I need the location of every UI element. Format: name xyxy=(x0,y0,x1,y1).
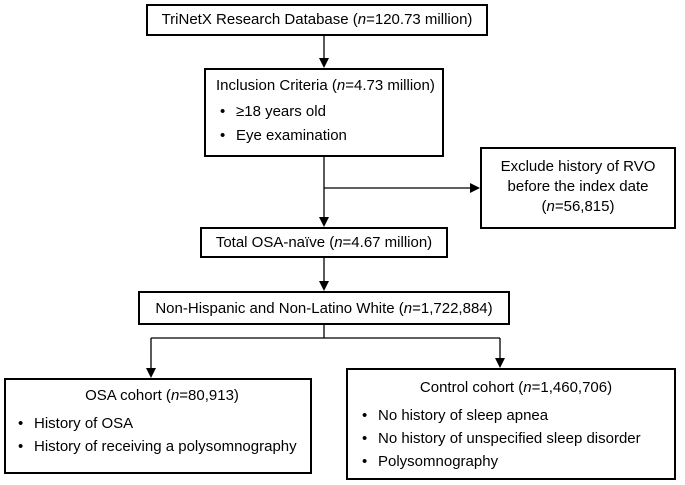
inclusion-box: Inclusion Criteria (n=4.73 million) • ≥18… xyxy=(204,68,444,157)
control-text-post: =1,460,706) xyxy=(531,379,613,396)
exclude-line1: Exclude history of RVO xyxy=(500,158,656,175)
control-title: Control cohort (n=1,460,706) xyxy=(358,378,674,398)
osa-text-post: =80,913) xyxy=(179,387,239,404)
inclusion-text-pre: Inclusion Criteria ( xyxy=(216,77,337,94)
exclude-text-post: =56,815) xyxy=(554,198,615,215)
total-text-post: =4.67 million) xyxy=(342,234,433,251)
osa-n: n xyxy=(170,387,180,404)
database-text-pre: TriNetX Research Database ( xyxy=(161,11,358,28)
osa-item-history: History of OSA xyxy=(34,415,134,432)
exclude-line2: before the index date xyxy=(507,178,649,195)
list-item: • No history of sleep apnea xyxy=(358,406,674,426)
osa-item-psg: History of receiving a polysomnography xyxy=(34,438,297,455)
control-item-sleep-disorder: No history of unspecified sleep disorder xyxy=(378,430,641,447)
list-item: • Polysomnography xyxy=(358,452,674,472)
inclusion-text-post: =4.73 million) xyxy=(345,77,435,94)
bullet: • xyxy=(362,453,368,470)
database-box: TriNetX Research Database (n=120.73 mill… xyxy=(146,4,488,36)
white-box: Non-Hispanic and Non-Latino White (n=1,7… xyxy=(138,291,510,325)
total-box: Total OSA-naïve (n=4.67 million) xyxy=(200,227,448,258)
control-list: • No history of sleep apnea • No history o… xyxy=(358,406,674,472)
control-cohort-box: Control cohort (n=1,460,706) • No history… xyxy=(346,368,676,480)
osa-title: OSA cohort (n=80,913) xyxy=(14,386,310,406)
osa-list: • History of OSA • History of receiving a … xyxy=(14,414,310,457)
exclude-box: Exclude history of RVO before the index … xyxy=(480,147,676,229)
inclusion-item-age: ≥18 years old xyxy=(236,103,326,120)
list-item: • History of OSA xyxy=(14,414,310,434)
inclusion-item-eye: Eye examination xyxy=(236,127,347,144)
exclude-text-pre: ( xyxy=(541,198,547,215)
exclude-n: n xyxy=(546,198,555,215)
inclusion-list: • ≥18 years old • Eye examination xyxy=(216,102,442,146)
bullet: • xyxy=(362,407,368,424)
inclusion-n: n xyxy=(336,77,346,94)
total-text-pre: Total OSA-naïve ( xyxy=(215,234,335,251)
total-n: n xyxy=(334,234,343,251)
list-item: • Eye examination xyxy=(216,126,442,146)
bullet: • xyxy=(220,127,226,144)
white-n: n xyxy=(403,300,413,317)
control-item-psg: Polysomnography xyxy=(378,453,499,470)
control-n: n xyxy=(523,379,532,396)
control-text-pre: Control cohort ( xyxy=(419,379,524,396)
control-item-apnea: No history of sleep apnea xyxy=(378,407,549,424)
list-item: • ≥18 years old xyxy=(216,102,442,122)
database-text-post: =120.73 million) xyxy=(366,11,473,28)
osa-text-pre: OSA cohort ( xyxy=(85,387,171,404)
list-item: • History of receiving a polysomnography xyxy=(14,437,310,457)
bullet: • xyxy=(18,438,24,455)
database-n: n xyxy=(357,11,367,28)
exclude-count: (n=56,815) xyxy=(482,197,674,217)
bullet: • xyxy=(18,415,24,432)
inclusion-title: Inclusion Criteria (n=4.73 million) xyxy=(216,76,442,96)
bullet: • xyxy=(362,430,368,447)
bullet: • xyxy=(220,103,226,120)
white-text-pre: Non-Hispanic and Non-Latino White ( xyxy=(155,300,404,317)
osa-cohort-box: OSA cohort (n=80,913) • History of OSA • H… xyxy=(4,378,312,474)
list-item: • No history of unspecified sleep disorde… xyxy=(358,429,674,449)
white-text-post: =1,722,884) xyxy=(412,300,493,317)
